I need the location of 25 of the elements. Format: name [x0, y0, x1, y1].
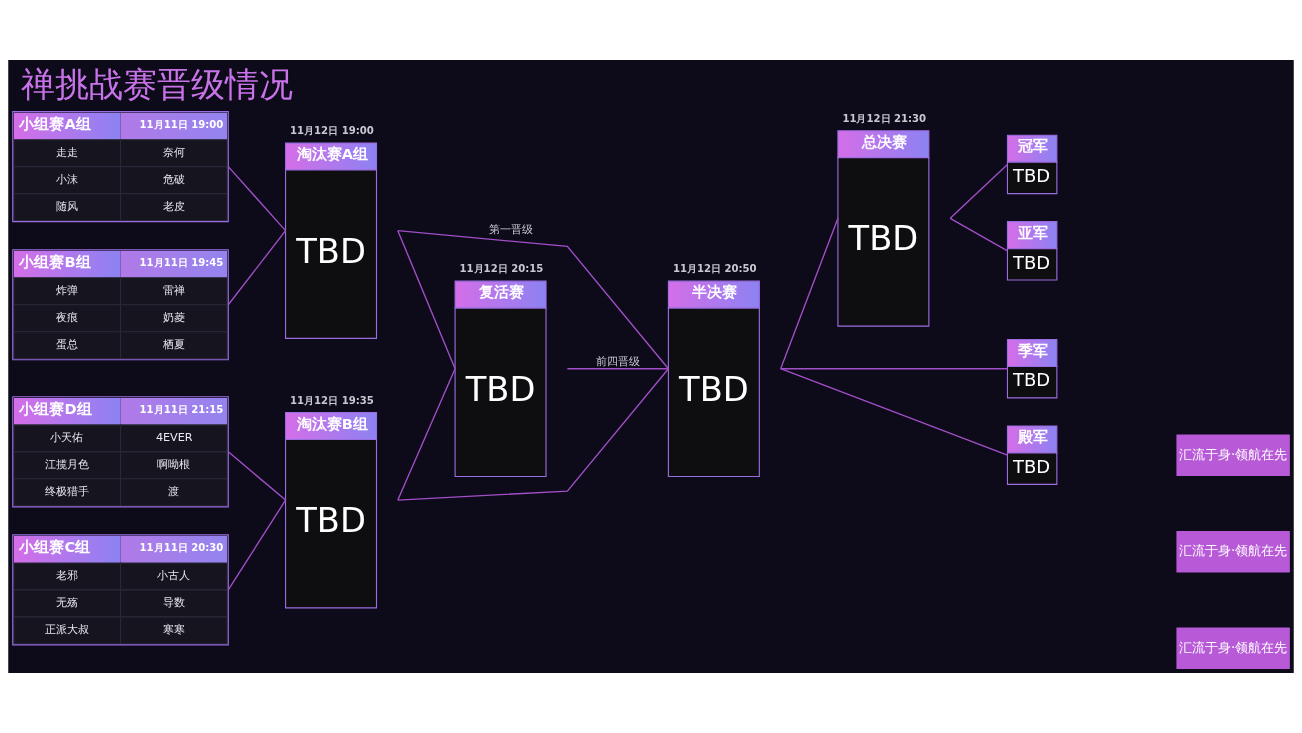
label: 汇流于身·领航在先 [1178, 445, 1288, 462]
connector [780, 368, 1009, 456]
node-label: 11月12日 19:00 [290, 125, 374, 137]
connector [397, 368, 670, 501]
connector [949, 163, 1009, 219]
node-label: 11月12日 21:30 [842, 112, 927, 124]
connector [397, 229, 456, 370]
connector [780, 217, 839, 370]
diagram-title: 禅挑战赛晋级情况 [21, 64, 294, 104]
connector [227, 451, 287, 501]
connector [227, 229, 287, 306]
connector [227, 166, 287, 232]
label: 汇流于身·领航在先 [1178, 638, 1288, 655]
connector [227, 499, 287, 591]
connector [566, 368, 670, 370]
node-label: 11月12日 19:35 [290, 394, 374, 406]
label: 汇流于身·领航在先 [1178, 542, 1288, 559]
edge-label: 前四晋级 [595, 355, 640, 369]
connector [780, 368, 1009, 370]
connector [949, 217, 1009, 252]
connector [397, 229, 670, 370]
connector [397, 368, 456, 501]
node-label: 11月12日 20:15 [459, 263, 544, 275]
edge-label: 第一晋级 [489, 222, 534, 236]
node-label: 11月12日 20:50 [672, 263, 757, 275]
